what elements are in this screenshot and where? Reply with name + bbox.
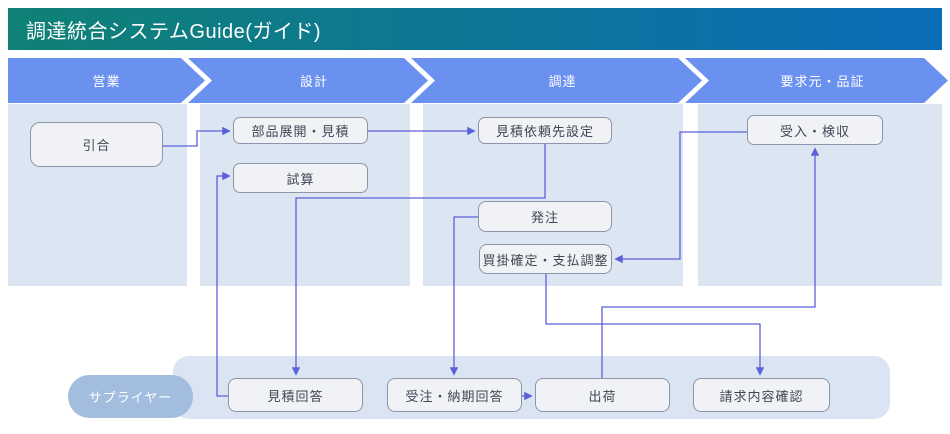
page-title: 調達統合システムGuide(ガイド)	[26, 20, 322, 43]
stage-requester-qa: 要求元・品証	[685, 58, 948, 103]
node-quote-reply: 見積回答	[228, 378, 363, 412]
node-label-payable-adjust: 買掛確定・支払調整	[482, 252, 609, 268]
node-payable-adjust: 買掛確定・支払調整	[479, 244, 612, 274]
node-label-shipment: 出荷	[588, 388, 617, 404]
node-label-trial-calc: 試算	[286, 171, 315, 187]
node-label-order: 発注	[530, 210, 559, 225]
stage-procurement: 調達	[411, 58, 702, 103]
node-trial-calc: 試算	[233, 163, 368, 193]
stage-label-design: 設計	[299, 74, 328, 89]
node-label-quote-request-setting: 見積依頼先設定	[495, 124, 594, 139]
node-receiving-inspection: 受入・検収	[747, 115, 883, 145]
node-label-parts-estimate: 部品展開・見積	[251, 124, 350, 139]
node-label-inquiry: 引合	[82, 138, 111, 153]
node-label-receiving-inspection: 受入・検収	[779, 123, 850, 139]
stage-label-sales: 営業	[92, 74, 121, 89]
stage-label-requester-qa: 要求元・品証	[780, 74, 865, 89]
node-label-order-delivery-reply: 受注・納期回答	[405, 388, 504, 404]
node-parts-estimate: 部品展開・見積	[233, 117, 368, 144]
node-label-quote-reply: 見積回答	[267, 388, 324, 404]
node-shipment: 出荷	[535, 378, 670, 412]
stage-sales: 営業	[8, 58, 205, 103]
node-inquiry: 引合	[30, 122, 163, 167]
header-bar: 調達統合システムGuide(ガイド)	[8, 8, 942, 50]
node-invoice-check: 請求内容確認	[693, 378, 830, 412]
node-quote-request-setting: 見積依頼先設定	[478, 117, 612, 144]
supplier-label: サプライヤー	[88, 390, 173, 405]
supplier-pill: サプライヤー	[68, 375, 193, 418]
node-label-invoice-check: 請求内容確認	[719, 388, 804, 404]
stage-label-procurement: 調達	[548, 74, 577, 89]
node-order: 発注	[478, 201, 612, 232]
node-order-delivery-reply: 受注・納期回答	[387, 378, 522, 412]
stage-design: 設計	[188, 58, 428, 103]
